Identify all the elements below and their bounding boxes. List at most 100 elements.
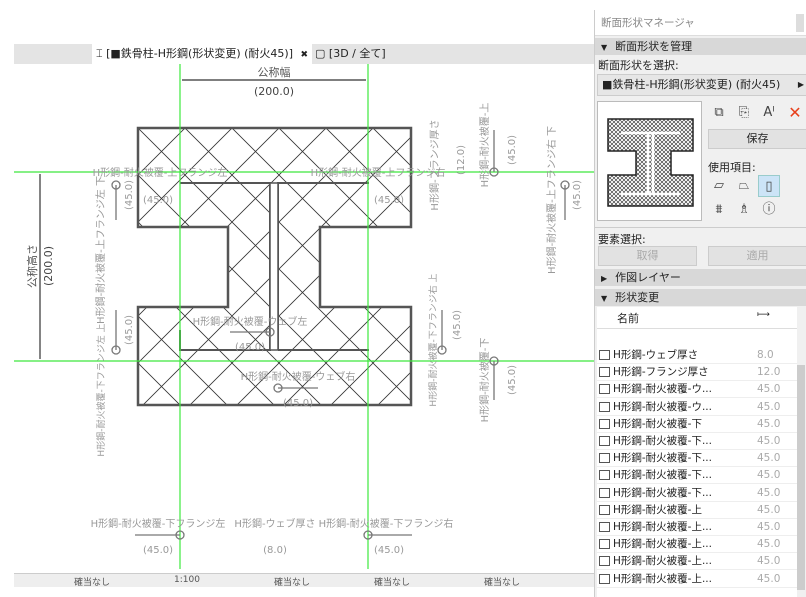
dim-label: H形鋼-耐火被覆-下 xyxy=(478,338,491,423)
wall-usage-icon[interactable]: ▱ xyxy=(714,178,724,193)
dim-value[interactable]: (45.0) xyxy=(283,398,313,409)
status-item[interactable]: 確当なし xyxy=(374,578,411,588)
selected-profile: ■鉄骨柱-H形鋼(形状変更) (耐火45) xyxy=(602,78,781,91)
profile-drawing-canvas[interactable]: 公称幅 (200.0) 公称高さ (200.0) H形鋼-耐火被覆-上フランジ左… xyxy=(0,64,594,569)
parameter-value[interactable]: 45.0 xyxy=(757,521,781,533)
delete-icon[interactable]: ✕ xyxy=(788,103,802,122)
list-item[interactable]: H形鋼-耐火被覆-ウ...45.0 xyxy=(597,381,797,399)
height-dimension[interactable]: 公称高さ (200.0) xyxy=(25,174,55,359)
parameter-name: H形鋼-耐火被覆-上 xyxy=(613,503,702,516)
dim-value[interactable]: (12.0) xyxy=(456,145,467,175)
dim-value[interactable]: (45.0) xyxy=(452,310,463,340)
parameter-value[interactable]: 45.0 xyxy=(757,435,781,447)
list-item[interactable]: H形鋼-耐火被覆-上...45.0 xyxy=(597,553,797,571)
parameter-name: H形鋼-耐火被覆-ウ... xyxy=(613,400,712,413)
info-icon[interactable]: ⓘ xyxy=(762,202,776,217)
parameter-name: H形鋼-耐火被覆-上... xyxy=(613,572,712,585)
section-title: 断面形状を管理 xyxy=(615,40,693,53)
dim-value[interactable]: (45.0) xyxy=(124,180,135,210)
name-column-header[interactable]: 名前 xyxy=(617,312,639,325)
dim-value[interactable]: (45.0) xyxy=(374,195,404,206)
duplicate-profile-icon[interactable]: ⎘ xyxy=(738,105,750,120)
rename-icon[interactable]: Aᴵ xyxy=(763,105,775,120)
column-usage-icon[interactable]: ▯ xyxy=(758,175,780,197)
dim-value[interactable]: (45.0) xyxy=(124,315,135,345)
list-item[interactable]: H形鋼-耐火被覆-上... 45.0 xyxy=(597,571,797,588)
parameter-value[interactable]: 45.0 xyxy=(757,555,781,568)
status-item[interactable]: 確当なし xyxy=(484,578,521,588)
list-item[interactable]: H形鋼-耐火被覆-下...45.0 xyxy=(597,467,797,485)
save-button[interactable]: 保存 xyxy=(708,129,806,149)
parameter-value[interactable]: 45.0 xyxy=(757,538,781,551)
dim-label: H形鋼-耐火被覆-下フランジ右 xyxy=(319,517,454,530)
parameter-name: H形鋼-耐火被覆-下 xyxy=(613,417,702,430)
list-item[interactable]: H形鋼-耐火被覆-下...45.0 xyxy=(597,485,797,502)
dim-value[interactable]: (45.0) xyxy=(143,545,173,556)
parameter-icon xyxy=(599,504,610,515)
parameter-value[interactable]: 8.0 xyxy=(757,349,774,361)
railing-usage-icon[interactable]: ⩩ xyxy=(715,202,723,217)
list-item[interactable]: H形鋼-耐火被覆-下...45.0 xyxy=(597,450,797,468)
tab-3d[interactable]: ▢ [3D / 全て] xyxy=(311,44,390,64)
new-profile-icon[interactable]: ⧉ xyxy=(714,105,724,120)
parameter-value[interactable]: 45.0 xyxy=(757,417,781,430)
dim-value[interactable]: (45.0) xyxy=(507,365,518,395)
list-item[interactable]: H形鋼-耐火被覆-下 45.0 xyxy=(597,416,797,433)
dim-label: H形鋼-耐火被覆-上フランジ左 下 xyxy=(94,176,107,324)
profile-select[interactable]: ■鉄骨柱-H形鋼(形状変更) (耐火45)▶ xyxy=(597,74,806,96)
parameter-icon xyxy=(599,539,610,550)
beam-usage-icon[interactable]: ⏢ xyxy=(738,178,750,193)
list-item[interactable]: H形鋼-耐火被覆-下...45.0 xyxy=(597,433,797,450)
value-column-header[interactable]: ⟼ xyxy=(757,310,770,320)
apply-button[interactable]: 適用 xyxy=(708,246,806,266)
width-dimension[interactable]: 公称幅 (200.0) xyxy=(182,65,366,98)
status-bar: 確当なし 1:100 確当なし 確当なし 確当なし xyxy=(14,573,594,588)
dim-value[interactable]: (45.0) xyxy=(143,195,173,206)
dim-label: H形鋼-耐火被覆-上フランジ左 xyxy=(93,166,228,179)
parameter-value[interactable]: 45.0 xyxy=(757,469,781,482)
scale-item[interactable]: 1:100 xyxy=(174,575,200,585)
dim-value[interactable]: (8.0) xyxy=(263,545,287,556)
guide-lines xyxy=(14,64,594,569)
get-button[interactable]: 取得 xyxy=(598,246,697,266)
dim-label: H形鋼-ウェブ厚さ xyxy=(234,517,315,530)
parameter-value[interactable]: 45.0 xyxy=(757,486,781,499)
dim-value[interactable]: (45.0) xyxy=(572,180,583,210)
list-scrollbar[interactable] xyxy=(797,365,805,590)
dim-label: H形鋼-耐火被覆-下フランジ左 上 xyxy=(95,323,107,456)
status-item[interactable]: 確当なし xyxy=(274,578,311,588)
dim-label: H形鋼-フランジ厚さ xyxy=(428,119,441,210)
parameter-value[interactable]: 45.0 xyxy=(757,400,781,413)
close-panel-button[interactable] xyxy=(796,14,804,32)
dimension-handles[interactable] xyxy=(111,130,570,540)
list-item[interactable]: H形鋼-耐火被覆-上 45.0 xyxy=(597,502,797,519)
dim-value[interactable]: (45.0) xyxy=(374,545,404,556)
list-item[interactable]: H形鋼-耐火被覆-上...45.0 xyxy=(597,536,797,554)
dim-value[interactable]: (45.0) xyxy=(235,342,265,353)
close-tab-icon[interactable]: ✖ xyxy=(300,50,309,60)
list-item[interactable]: H形鋼-耐火被覆-上...45.0 xyxy=(597,519,797,536)
shape-section-header[interactable]: ▼形状変更 xyxy=(595,289,806,306)
list-item[interactable]: H形鋼-耐火被覆-ウ... 45.0 xyxy=(597,399,797,416)
collapse-icon: ▼ xyxy=(601,43,608,52)
profile-manager-panel: 断面形状マネージャ ▼断面形状を管理 断面形状を選択: ■鉄骨柱-H形鋼(形状変… xyxy=(594,10,806,597)
parameter-value[interactable]: 45.0 xyxy=(757,383,781,396)
profile-preview xyxy=(597,101,702,221)
dim-label: H形鋼-耐火被覆-上 xyxy=(478,103,491,188)
parameter-value[interactable]: 45.0 xyxy=(757,572,781,585)
usage-label: 使用項目: xyxy=(708,161,756,174)
parameter-value[interactable]: 12.0 xyxy=(757,366,781,379)
layer-section-header[interactable]: ▶作図レイヤー xyxy=(595,269,806,286)
object-usage-icon[interactable]: ♗ xyxy=(738,202,750,217)
tab-profile-editor[interactable]: ⌶ [■鉄骨柱-H形鋼(形状変更) (耐火45)] ✖ xyxy=(92,44,313,64)
dim-label: H形鋼-耐火被覆-ウェブ右 xyxy=(241,370,356,383)
panel-title-bar: 断面形状マネージャ xyxy=(595,10,806,36)
dim-value[interactable]: (45.0) xyxy=(507,135,518,165)
expand-icon: ▶ xyxy=(601,274,608,283)
status-item[interactable]: 確当なし xyxy=(74,578,111,588)
parameter-value[interactable]: 45.0 xyxy=(757,452,781,465)
manage-section-header[interactable]: ▼ 断面形状を管理 xyxy=(595,38,806,55)
parameter-value[interactable]: 45.0 xyxy=(757,503,781,516)
